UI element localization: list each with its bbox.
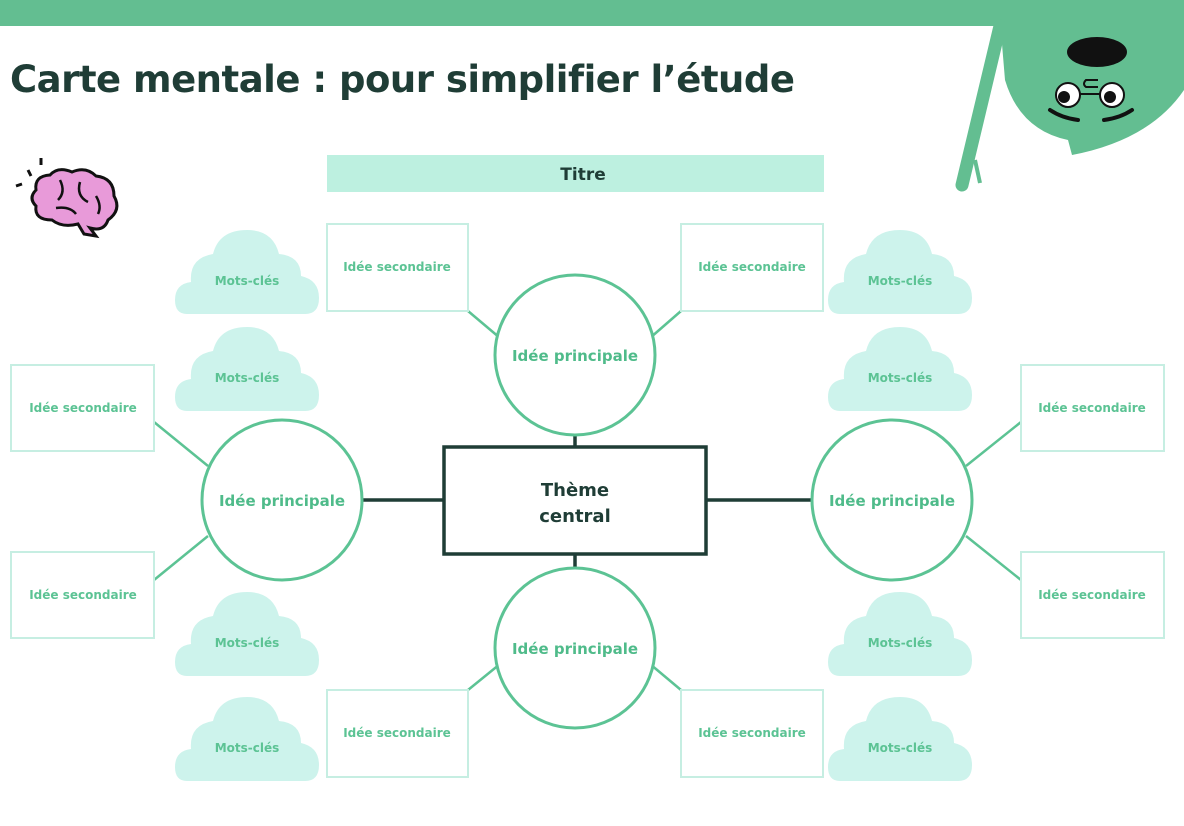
main-idea-circle-bottom: Idée principale (493, 566, 657, 730)
keywords-cloud: Mots-clés (175, 230, 319, 314)
central-theme-box: Thème central (442, 445, 708, 556)
keywords-cloud: Mots-clés (828, 327, 972, 411)
main-idea-label: Idée principale (829, 492, 955, 510)
keywords-cloud: Mots-clés (828, 697, 972, 781)
keywords-cloud: Mots-clés (828, 230, 972, 314)
keywords-label: Mots-clés (868, 636, 933, 650)
central-theme-line2: central (539, 506, 611, 527)
secondary-idea-box: Idée secondaire (326, 223, 469, 312)
brain-icon (15, 158, 119, 239)
keywords-label: Mots-clés (215, 636, 280, 650)
secondary-idea-box: Idée secondaire (10, 364, 155, 452)
keywords-cloud: Mots-clés (828, 592, 972, 676)
main-idea-label: Idée principale (512, 640, 638, 658)
main-idea-circle-top: Idée principale (493, 273, 657, 437)
secondary-idea-box: Idée secondaire (10, 551, 155, 639)
main-idea-label: Idée principale (219, 492, 345, 510)
keywords-label: Mots-clés (215, 741, 280, 755)
keywords-label: Mots-clés (868, 371, 933, 385)
secondary-idea-box: Idée secondaire (680, 689, 824, 778)
secondary-idea-box: Idée secondaire (680, 223, 824, 312)
secondary-idea-label: Idée secondaire (343, 726, 451, 740)
header-band (0, 0, 1184, 26)
main-connectors (362, 435, 812, 568)
keywords-label: Mots-clés (868, 274, 933, 288)
keywords-label: Mots-clés (868, 741, 933, 755)
keywords-cloud: Mots-clés (175, 327, 319, 411)
central-theme-line1: Thème (541, 480, 609, 501)
page-title: Carte mentale : pour simplifier l’étude (10, 58, 794, 101)
main-idea-label: Idée principale (512, 347, 638, 365)
secondary-idea-box: Idée secondaire (326, 689, 469, 778)
secondary-idea-label: Idée secondaire (29, 401, 137, 415)
main-idea-circle-left: Idée principale (200, 418, 364, 582)
mascot-character (955, 19, 1184, 192)
title-bar-label: Titre (560, 165, 605, 185)
secondary-idea-box: Idée secondaire (1020, 551, 1165, 639)
secondary-idea-label: Idée secondaire (698, 260, 806, 274)
main-idea-circle-right: Idée principale (810, 418, 974, 582)
secondary-idea-box: Idée secondaire (1020, 364, 1165, 452)
keywords-label: Mots-clés (215, 274, 280, 288)
secondary-idea-label: Idée secondaire (698, 726, 806, 740)
title-bar (327, 155, 824, 192)
keywords-label: Mots-clés (215, 371, 280, 385)
secondary-connectors (153, 310, 1022, 691)
keywords-cloud: Mots-clés (175, 697, 319, 781)
keywords-cloud: Mots-clés (175, 592, 319, 676)
secondary-idea-label: Idée secondaire (29, 588, 137, 602)
secondary-idea-label: Idée secondaire (343, 260, 451, 274)
secondary-idea-label: Idée secondaire (1038, 401, 1146, 415)
secondary-idea-label: Idée secondaire (1038, 588, 1146, 602)
